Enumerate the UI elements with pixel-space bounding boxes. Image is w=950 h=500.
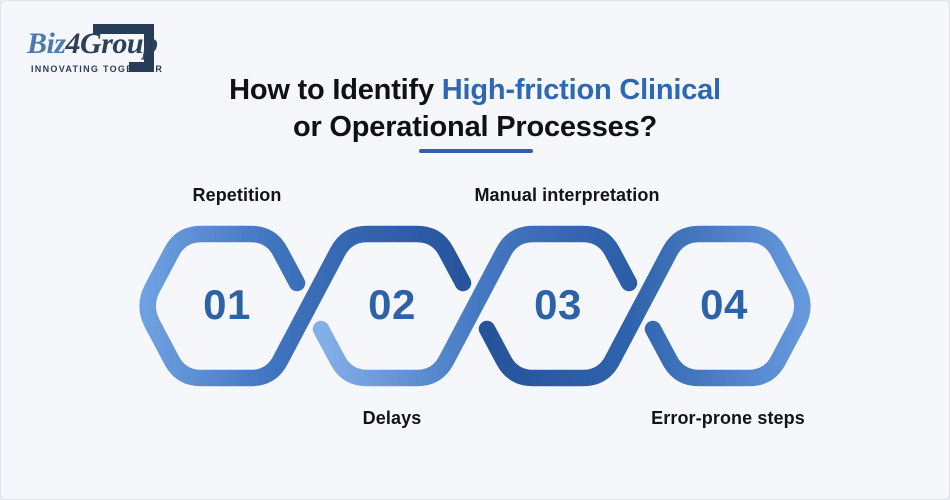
logo-bracket-top-bar [93, 24, 154, 34]
step-3-number: 03 [534, 281, 582, 328]
step-4-number: 04 [700, 281, 748, 328]
title-highlight: High-friction Clinical [441, 74, 721, 106]
step-2-label: Delays [362, 408, 422, 428]
logo-bracket-bottom-bar [129, 62, 154, 72]
chain-ribbon-hex2 [312, 225, 638, 387]
step-1-label: Repetition [192, 185, 282, 205]
logo: Biz4Group INNOVATING TOGETHER [1, 1, 201, 91]
title-line2: or Operational Processes? [292, 111, 658, 143]
logo-bracket-right-bar [144, 24, 154, 72]
logo-tagline: INNOVATING TOGETHER [31, 64, 164, 74]
logo-wordmark-dark: 4Group [65, 27, 159, 60]
logo-wordmark-blue: Biz [27, 27, 66, 60]
step-2-number: 02 [368, 281, 416, 328]
title-underline [419, 149, 533, 153]
page-title: How to Identify High-friction Clinical or… [1, 72, 949, 146]
step-1-number: 01 [203, 281, 251, 328]
logo-wordmark: Biz4Group [27, 29, 158, 59]
step-4-label: Error-prone steps [651, 408, 805, 428]
chain-ribbon-hex1 [139, 225, 472, 387]
step-3-label: Manual interpretation [474, 185, 660, 205]
chain-ribbon-hex4 [478, 225, 811, 387]
title-prefix: How to Identify [229, 74, 442, 106]
